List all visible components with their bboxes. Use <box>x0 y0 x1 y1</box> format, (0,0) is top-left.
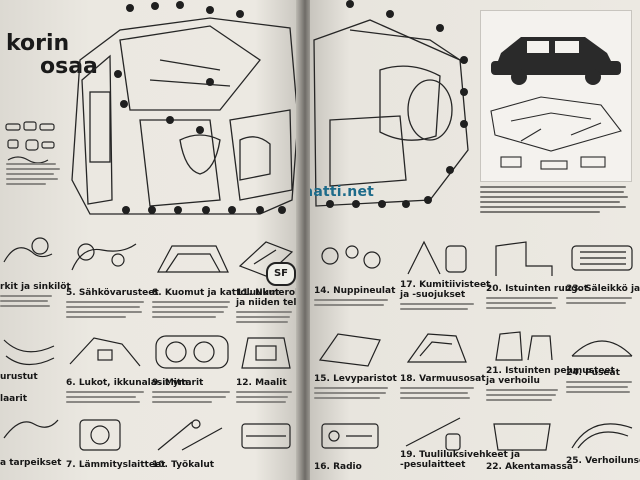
item-c-illustration <box>3 419 59 439</box>
item-16-caption: 16. Radio <box>314 462 362 472</box>
item-12: 12. Maalit <box>236 378 292 406</box>
item-b-illustration <box>3 339 55 366</box>
item-14-illustration <box>321 245 381 269</box>
item-5-caption: 5. Sähkövarusteet <box>66 288 159 298</box>
item-23-caption: 23. Säleikkö ja koristeet <box>566 284 640 294</box>
item-8-illustration <box>156 245 229 273</box>
item-19-illustration <box>405 417 461 451</box>
item-b: urustut <box>0 372 38 382</box>
item-10-illustration <box>157 419 223 451</box>
item-20-illustration <box>495 241 553 276</box>
item-23-illustration <box>571 245 633 271</box>
item-b-caption: urustut <box>0 372 38 382</box>
watermark: Antikvariaatti.net <box>310 184 375 200</box>
item-18-illustration <box>406 333 467 363</box>
item-a-caption: rkit ja sinkilöt <box>0 282 71 292</box>
item-15-illustration <box>318 333 381 367</box>
sf-badge: SF <box>266 262 296 286</box>
item-25: 25. Verhoilunset <box>566 456 640 466</box>
item-d-caption: a tarpeikset <box>0 458 62 468</box>
item-20: 20. Istuinten rungot <box>486 284 588 312</box>
item-11: 11. Numerokilvet ja niiden telineet <box>236 288 300 326</box>
item-21: 21. Istuinten pehmusteet ja verhoilu <box>486 366 615 404</box>
item-7-illustration <box>79 419 121 451</box>
item-16: 16. Radio <box>314 462 362 472</box>
item-15: 15. Levyparistot <box>314 374 397 402</box>
car-cutaway-drawing <box>71 1 299 215</box>
item-15-caption: 15. Levyparistot <box>314 374 397 384</box>
item-17-illustration <box>407 240 467 275</box>
item-9-illustration <box>155 335 229 369</box>
item-9: 9. Mittarit <box>152 378 230 406</box>
item-22-caption: 22. Akentamassa <box>486 462 573 472</box>
item-22-illustration <box>493 423 551 451</box>
item-19: 19. Tuuliluksivehkeet ja -pesulaitteet <box>400 450 520 470</box>
item-d: a tarpeikset <box>0 458 61 468</box>
item-a-illustration <box>3 237 53 263</box>
item-14: 14. Nuppineulat <box>314 286 395 309</box>
headline-line1: korin <box>6 31 70 56</box>
item-10: 10. Työkalut <box>152 460 214 470</box>
item-7-caption: 7. Lämmityslaitteet <box>66 460 166 470</box>
item-21-caption: 21. Istuinten pehmusteet ja verhoilu <box>486 366 615 386</box>
item-10-caption: 10. Työkalut <box>152 460 215 470</box>
left-page: korin osaa <box>0 0 300 480</box>
item-5: 5. Sähkövarusteet <box>66 288 159 321</box>
item-c-caption: laarit <box>0 394 28 404</box>
item-6-caption: 6. Lukot, ikkunalasit ym. <box>66 378 192 388</box>
item-7: 7. Lämmityslaitteet <box>66 460 165 470</box>
right-page: Antikvariaatti.net 14. Nuppineulat 17. K… <box>310 0 640 480</box>
car-photo-illustration <box>490 37 622 170</box>
item-24-illustration <box>571 340 633 357</box>
item-17: 17. Kumitiivisteet ja -suojukset <box>400 280 490 313</box>
item-25-illustration <box>571 423 633 449</box>
item-12-illustration <box>241 337 291 369</box>
item-19-caption: 19. Tuuliluksivehkeet ja -pesulaitteet <box>400 450 521 470</box>
item-11-caption: 11. Numerokilvet ja niiden telineet <box>236 288 300 308</box>
item-17-caption: 17. Kumitiivisteet ja -suojukset <box>400 280 491 300</box>
item-21-illustration <box>495 331 553 361</box>
item-12-caption: 12. Maalit <box>236 378 287 388</box>
item-8: 8. Kuomut ja kattoluukut <box>152 288 279 321</box>
item-13-illustration <box>241 423 291 449</box>
item-14-caption: 14. Nuppineulat <box>314 286 396 296</box>
item-a: rkit ja sinkilöt <box>0 282 71 310</box>
item-25-caption: 25. Verhoilunset <box>566 456 640 466</box>
item-23: 23. Säleikkö ja koristeet <box>566 284 640 307</box>
car-photo-panel <box>480 10 632 182</box>
spread-gutter <box>296 0 314 480</box>
small-parts-illustration <box>5 121 55 164</box>
headline-line2: osaa <box>40 54 98 79</box>
left-text-fragment <box>6 160 66 188</box>
page-headline: korin osaa <box>6 32 98 78</box>
item-18-caption: 18. Varmuusosat <box>400 374 486 384</box>
item-20-caption: 20. Istuinten rungot <box>486 284 589 294</box>
item-6: 6. Lukot, ikkunalasit ym. <box>66 378 191 406</box>
item-24-caption: 24. Puseat <box>566 368 620 378</box>
photo-caption <box>480 183 630 216</box>
item-5-illustration <box>71 243 137 271</box>
item-8-caption: 8. Kuomut ja kattoluukut <box>152 288 280 298</box>
item-c: laarit <box>0 394 27 404</box>
item-18: 18. Varmuusosat <box>400 374 486 402</box>
item-11-illustration <box>238 241 294 277</box>
item-6-illustration <box>69 337 141 367</box>
item-16-illustration <box>321 423 379 449</box>
item-9-caption: 9. Mittarit <box>152 378 204 388</box>
item-22: 22. Akentamassa <box>486 462 573 472</box>
item-24: 24. Puseat <box>566 368 632 396</box>
car-rear-cutaway-drawing <box>313 0 469 208</box>
